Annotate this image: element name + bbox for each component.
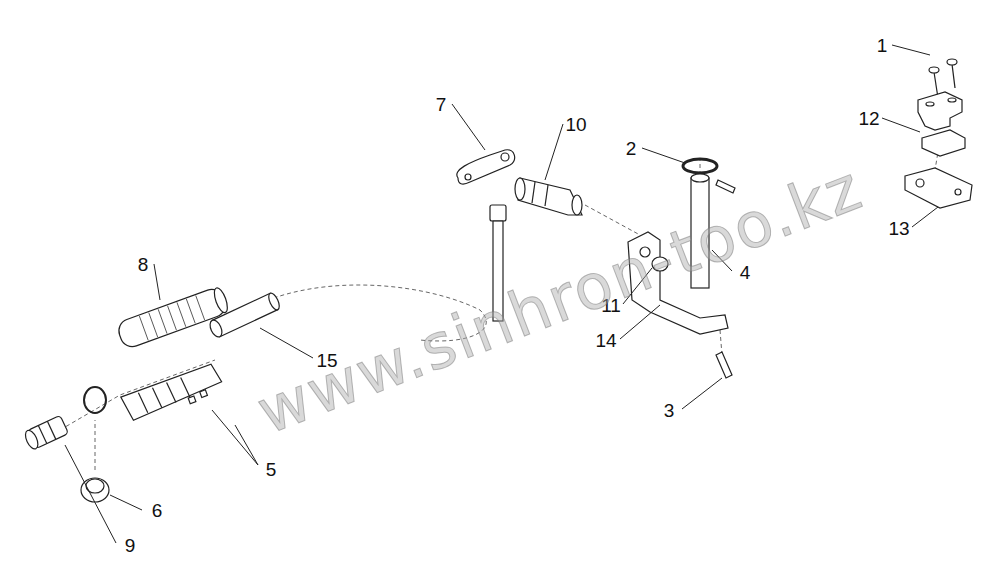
callout-number: 1 xyxy=(877,36,888,55)
callout-number: 12 xyxy=(858,109,879,128)
callout-number: 3 xyxy=(664,401,675,420)
callout-number: 5 xyxy=(266,460,277,479)
callout-number: 7 xyxy=(436,95,447,114)
callout-number: 13 xyxy=(888,219,909,238)
callout-number: 14 xyxy=(595,331,616,350)
callout-number: 8 xyxy=(138,255,149,274)
callout-number: 4 xyxy=(740,263,751,282)
callout-number: 6 xyxy=(152,501,163,520)
callout-number: 2 xyxy=(626,139,637,158)
leader-lines xyxy=(65,45,938,543)
callout-number: 9 xyxy=(125,536,136,555)
callout-number: 10 xyxy=(565,115,586,134)
